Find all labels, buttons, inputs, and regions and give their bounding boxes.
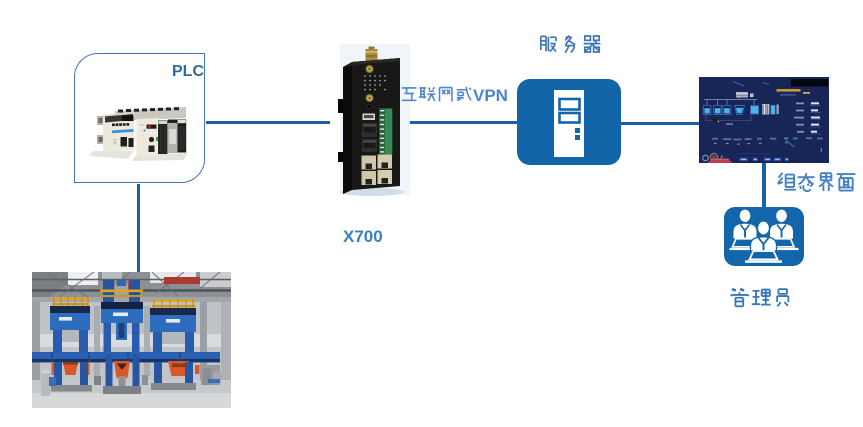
svg-text:VPN: VPN [473, 86, 508, 105]
